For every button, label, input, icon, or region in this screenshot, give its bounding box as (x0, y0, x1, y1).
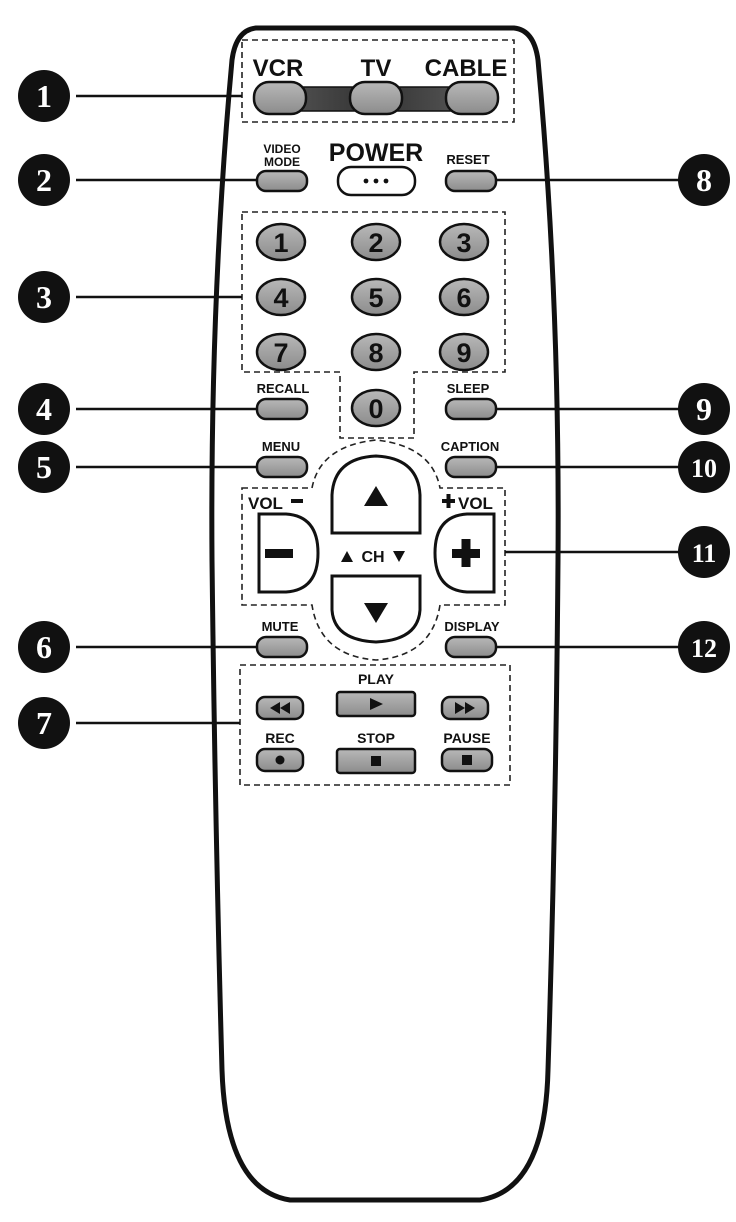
callout-9-number: 9 (696, 391, 712, 427)
callout-4: 4 (18, 383, 70, 435)
digit-3-button[interactable] (438, 222, 490, 262)
digit-6-label: 6 (456, 283, 471, 313)
vol-minus-label: VOL (248, 494, 283, 513)
tv-button[interactable] (348, 80, 404, 116)
number-pad-outline (241, 211, 506, 439)
record-dot-icon (275, 755, 285, 765)
callout-12: 12 (678, 621, 730, 673)
digit-0-label: 0 (368, 394, 383, 424)
callout-5-number: 5 (36, 449, 52, 485)
callout-7: 7 (18, 697, 70, 749)
caption-label: CAPTION (441, 439, 500, 454)
digit-3-label: 3 (456, 228, 471, 258)
ch-label: CH (361, 549, 384, 566)
digit-9-button[interactable] (438, 332, 490, 372)
digit-5-button[interactable] (350, 277, 402, 317)
callout-7-number: 7 (36, 705, 52, 741)
display-label: DISPLAY (444, 619, 499, 634)
vcr-button[interactable] (252, 80, 308, 116)
menu-button[interactable] (255, 455, 309, 479)
mute-button[interactable] (255, 635, 309, 659)
digit-0-button[interactable] (350, 388, 402, 428)
digit-8-button[interactable] (350, 332, 402, 372)
digit-7-label: 7 (273, 338, 288, 368)
stop-label: STOP (357, 730, 395, 746)
power-label: POWER (329, 139, 423, 167)
callout-6: 6 (18, 621, 70, 673)
digit-5-label: 5 (368, 283, 383, 313)
digit-1-label: 1 (273, 228, 288, 258)
callout-10-number: 10 (691, 454, 717, 483)
recall-button[interactable] (255, 397, 309, 421)
cable-button[interactable] (444, 80, 500, 116)
triangle-up-icon (364, 486, 388, 506)
pause-square-icon (462, 755, 472, 765)
callout-2-number: 2 (36, 162, 52, 198)
rec-label: REC (265, 730, 295, 746)
number-pad: 1 2 3 4 5 6 7 8 9 0 (255, 222, 490, 428)
callout-9: 9 (678, 383, 730, 435)
caption-button[interactable] (444, 455, 498, 479)
digit-9-label: 9 (456, 338, 471, 368)
digit-2-label: 2 (368, 228, 383, 258)
callout-2: 2 (18, 154, 70, 206)
reset-button[interactable] (444, 169, 498, 193)
digit-1-button[interactable] (255, 222, 307, 262)
play-icon (370, 698, 383, 710)
callout-3: 3 (18, 271, 70, 323)
reset-label: RESET (446, 152, 489, 167)
digit-7-button[interactable] (255, 332, 307, 372)
plus-icon (452, 539, 480, 567)
digit-8-label: 8 (368, 338, 383, 368)
stop-square-icon (371, 756, 381, 766)
callout-10: 10 (678, 441, 730, 493)
callout-3-number: 3 (36, 279, 52, 315)
callout-8-number: 8 (696, 162, 712, 198)
tv-label: TV (361, 55, 392, 82)
vol-ch-outline (241, 439, 506, 661)
ch-up-arrow (341, 551, 353, 562)
callout-5: 5 (18, 441, 70, 493)
vol-plus-label: VOL (458, 494, 493, 513)
callout-1-number: 1 (36, 78, 52, 114)
minus-icon (265, 549, 293, 558)
sleep-button[interactable] (444, 397, 498, 421)
dots-icon (363, 178, 389, 184)
vcr-label: VCR (253, 55, 304, 82)
callout-6-number: 6 (36, 629, 52, 665)
play-label: PLAY (358, 671, 395, 687)
sleep-label: SLEEP (447, 381, 490, 396)
mode-group-outline (241, 39, 515, 123)
video-mode-label-line2: MODE (264, 155, 300, 169)
transport-group-outline (239, 664, 511, 786)
callout-11-number: 11 (692, 539, 717, 568)
video-mode-button[interactable] (255, 169, 309, 193)
vol-minus-bar (291, 499, 303, 503)
callout-11: 11 (678, 526, 730, 578)
triangle-down-icon (364, 603, 388, 623)
callout-12-number: 12 (691, 634, 717, 663)
pause-label: PAUSE (443, 730, 490, 746)
ch-down-arrow (393, 551, 405, 562)
digit-6-button[interactable] (438, 277, 490, 317)
fast-forward-icon (455, 702, 475, 714)
digit-4-label: 4 (273, 283, 288, 313)
vol-plus-cross (442, 494, 455, 508)
rewind-icon (270, 702, 290, 714)
callout-4-number: 4 (36, 391, 52, 427)
digit-2-button[interactable] (350, 222, 402, 262)
callout-8: 8 (678, 154, 730, 206)
recall-label: RECALL (257, 381, 310, 396)
digit-4-button[interactable] (255, 277, 307, 317)
menu-label: MENU (262, 439, 300, 454)
callout-1: 1 (18, 70, 70, 122)
mute-label: MUTE (262, 619, 299, 634)
display-button[interactable] (444, 635, 498, 659)
cable-label: CABLE (425, 55, 508, 82)
video-mode-label-line1: VIDEO (263, 142, 300, 156)
